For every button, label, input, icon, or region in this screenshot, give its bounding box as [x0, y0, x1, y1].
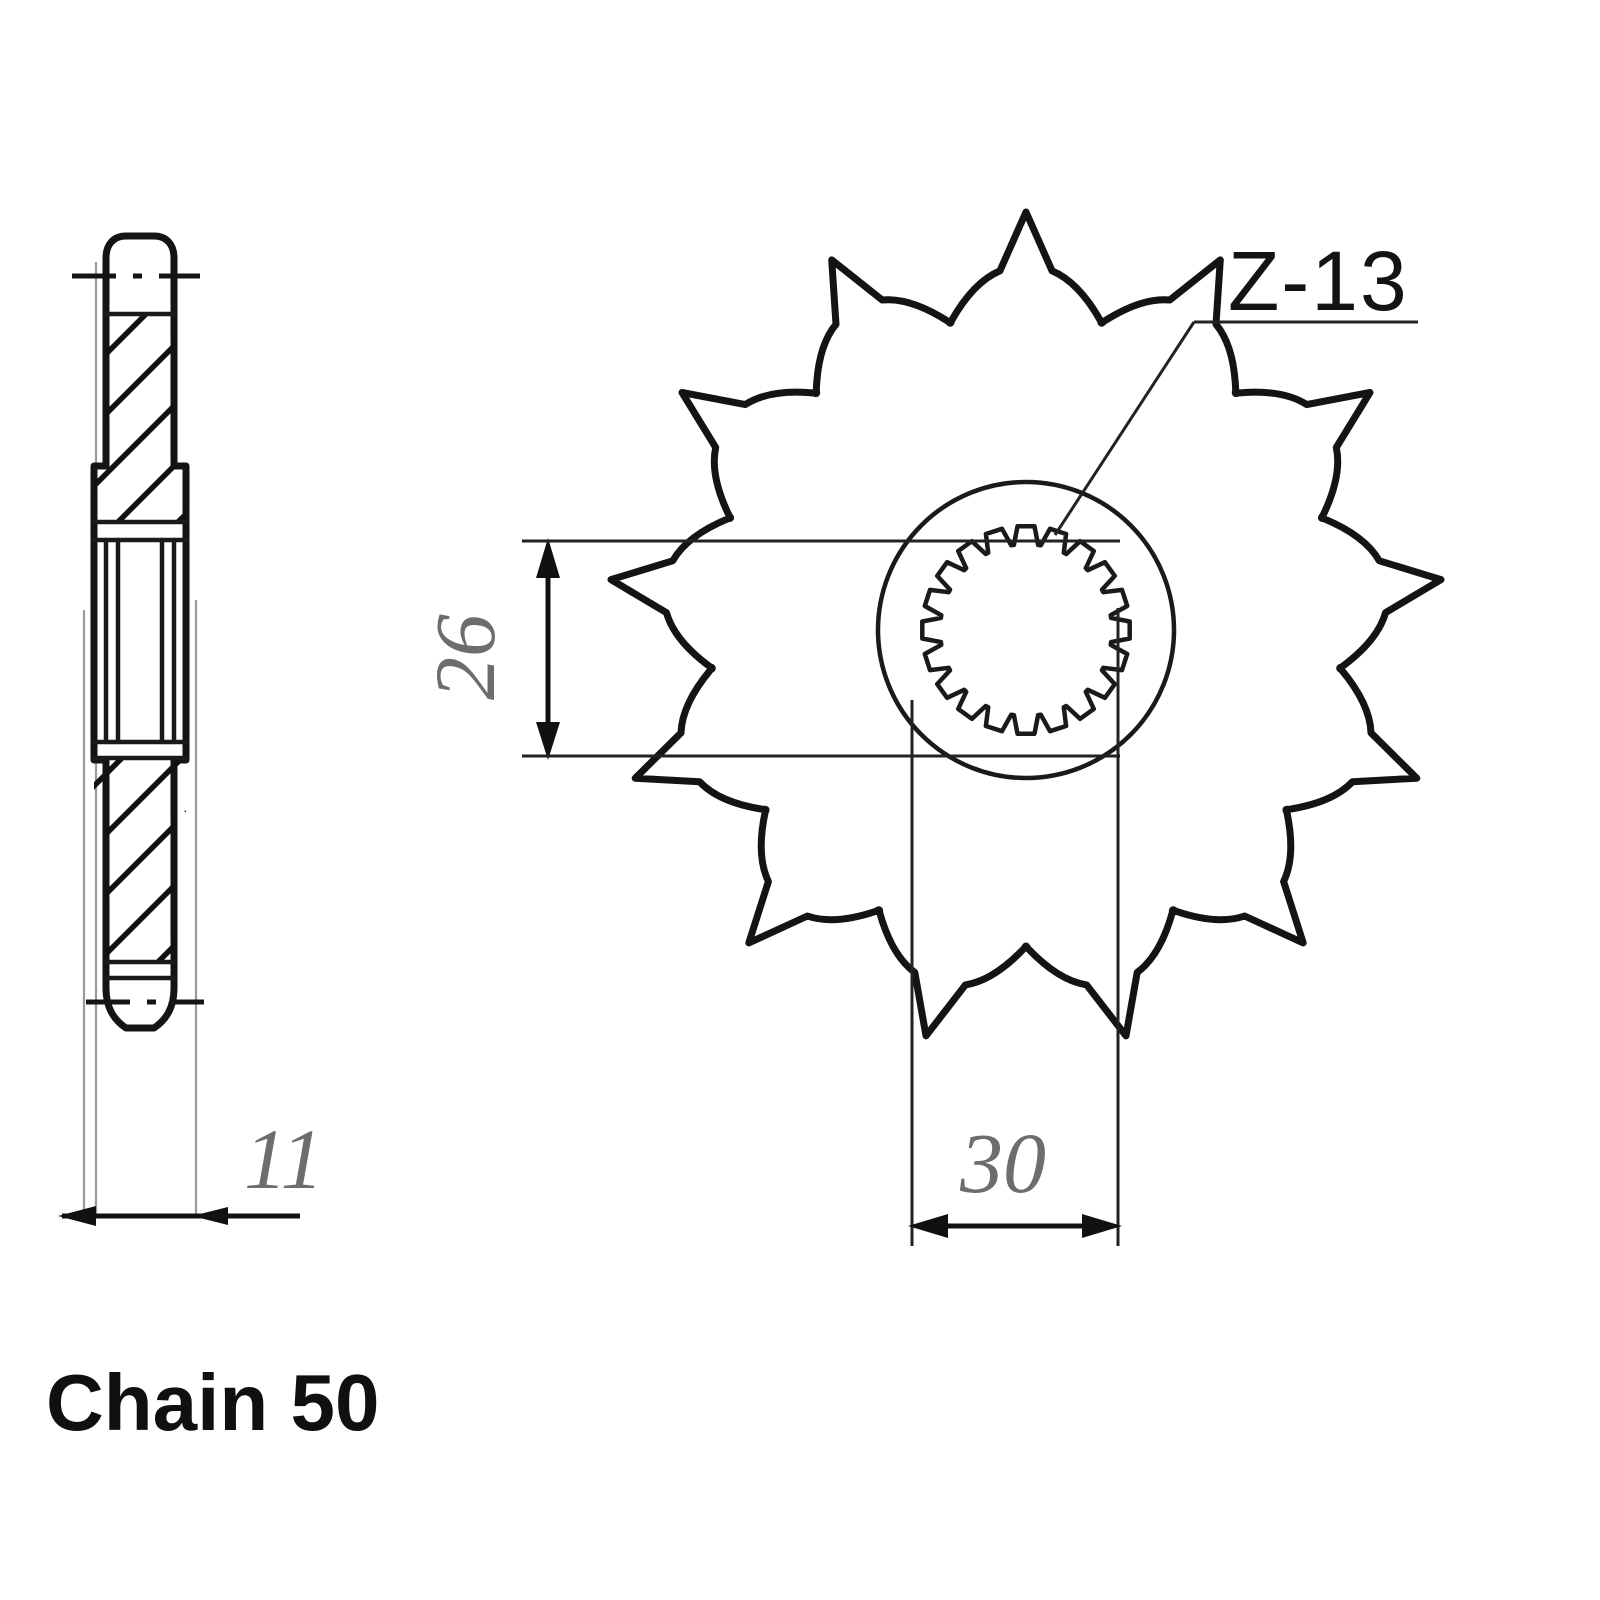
- teeth-count-label: Z-13: [1228, 234, 1409, 328]
- splined-bore: [920, 524, 1132, 736]
- dimension-26: 26: [417, 538, 1120, 760]
- sprocket-tooth-profile: [607, 208, 1445, 1040]
- lower-section-hatching: [94, 760, 186, 960]
- side-section-inner-lines: [91, 311, 189, 981]
- side-section-view: 11: [58, 232, 324, 1226]
- hub-circle: [875, 479, 1177, 781]
- side-view-extension-lines: [82, 262, 198, 1216]
- side-view-centerlines: [72, 273, 204, 1005]
- upper-section-hatching: [94, 316, 186, 520]
- dimension-11-value: 11: [244, 1111, 324, 1207]
- side-profile-outline: [90, 232, 190, 1032]
- z13-leader-line: [1053, 320, 1418, 536]
- chain-size-label: Chain 50: [46, 1358, 379, 1447]
- dimension-11: 11: [58, 1111, 324, 1226]
- dimension-30: 30: [908, 608, 1122, 1246]
- front-view: 26 30: [417, 208, 1445, 1246]
- dimension-30-value: 30: [959, 1115, 1046, 1211]
- dimension-26-value: 26: [417, 614, 513, 700]
